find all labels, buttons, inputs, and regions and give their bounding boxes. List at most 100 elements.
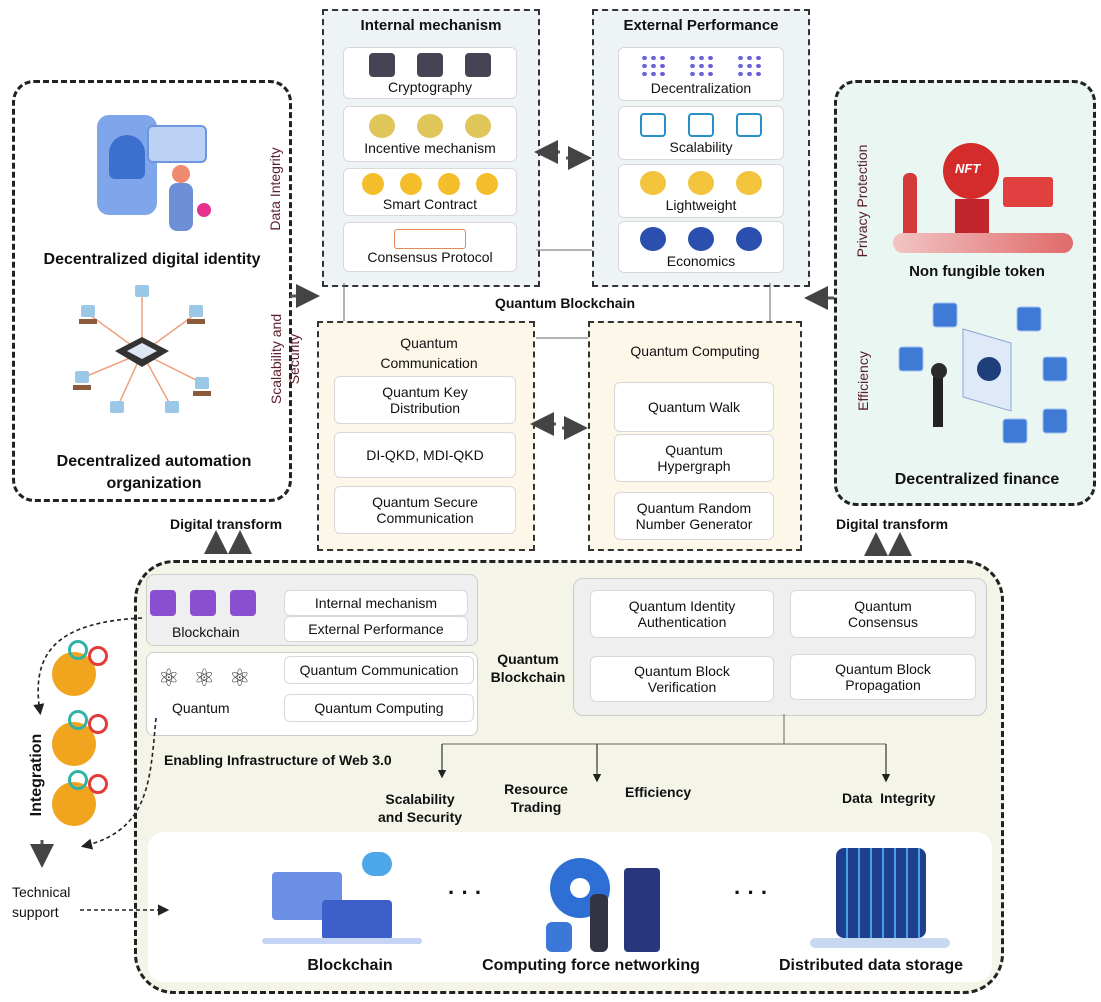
scalability-card: Scalability <box>618 106 784 160</box>
qrng-card: Quantum Random Number Generator <box>614 492 774 540</box>
privacy-protection-label: Privacy Protection <box>854 144 870 258</box>
gear-icon <box>88 774 108 794</box>
cryptography-card: Cryptography <box>343 47 517 99</box>
bottom-quantum-computing: Quantum Computing <box>284 694 474 722</box>
gear-icon <box>88 714 108 734</box>
quantum-hypergraph-card: Quantum Hypergraph <box>614 434 774 482</box>
enabling-infrastructure-label: Enabling Infrastructure of Web 3.0 <box>164 752 392 768</box>
nft-illustration: NFT <box>893 113 1073 253</box>
lightweight-card: Lightweight <box>618 164 784 218</box>
internal-mechanism-title: Internal mechanism <box>360 17 502 34</box>
quantum-identity-authentication: Quantum Identity Authentication <box>590 590 774 638</box>
di-qkd-card: DI-QKD, MDI-QKD <box>334 432 516 478</box>
digital-transform-right-label: Digital transform <box>836 516 949 532</box>
qrng-label: Quantum Random Number Generator <box>635 500 753 532</box>
quantum-consensus-label: Quantum Consensus <box>847 598 919 630</box>
blockchain-cube-icons <box>150 590 256 616</box>
integration-label: Integration <box>28 733 45 817</box>
incentive-card: Incentive mechanism <box>343 106 517 162</box>
bottom-quantum-computing-label: Quantum Computing <box>314 700 444 716</box>
atom-icon: ⚛ <box>229 665 251 692</box>
decentralization-card: Decentralization <box>618 47 784 101</box>
quantum-hypergraph-label: Quantum Hypergraph <box>657 442 731 474</box>
efficiency-label: Efficiency <box>855 351 871 411</box>
bottom-quantum-communication-label: Quantum Communication <box>299 662 459 678</box>
infra-blockchain-label: Blockchain <box>307 957 393 974</box>
computing-network-illustration <box>540 838 680 956</box>
outcome-efficiency: Efficiency <box>625 784 692 800</box>
smart-contract-label: Smart Contract <box>382 196 478 212</box>
qkd-card: Quantum Key Distribution <box>334 376 516 424</box>
ellipsis-2: · · · <box>734 880 769 905</box>
defi-illustration <box>893 299 1073 459</box>
data-storage-illustration <box>810 842 950 954</box>
bottom-internal-mechanism-label: Internal mechanism <box>314 595 438 611</box>
quantum-block-propagation: Quantum Block Propagation <box>790 654 976 700</box>
qkd-label: Quantum Key Distribution <box>382 384 468 416</box>
quantum-blockchain-center-label: Quantum Blockchain <box>494 295 636 311</box>
bottom-external-performance-label: External Performance <box>308 621 444 637</box>
nft-title: Non fungible token <box>909 263 1045 280</box>
outcome-data-integrity: Data Integrity <box>842 790 936 806</box>
coin-chart-icon <box>640 225 762 253</box>
quantum-walk-label: Quantum Walk <box>647 399 741 415</box>
server-lock-icon <box>369 51 491 79</box>
outcome-resource-trading: Resource Trading <box>504 781 568 815</box>
contract-icon <box>362 172 498 196</box>
blockchain-group-label: Blockchain <box>172 624 240 640</box>
expand-icon <box>640 111 762 139</box>
purple-cube-icon <box>150 590 176 616</box>
consensus-label: Consensus Protocol <box>367 249 493 265</box>
gear-icon <box>88 646 108 666</box>
bottom-external-performance: External Performance <box>284 616 468 642</box>
secure-communication-label: Quantum Secure Communication <box>372 494 478 526</box>
economics-card: Economics <box>618 221 784 273</box>
quantum-block-verification: Quantum Block Verification <box>590 656 774 702</box>
technical-support-label: Technical support <box>12 884 71 920</box>
bottom-internal-mechanism: Internal mechanism <box>284 590 468 616</box>
blockchain-infra-illustration <box>262 842 426 950</box>
digital-identity-illustration <box>77 95 227 245</box>
atom-icon: ⚛ <box>193 665 216 692</box>
bottom-quantum-communication: Quantum Communication <box>284 656 474 684</box>
decentralization-label: Decentralization <box>650 80 752 96</box>
gear-icon <box>68 640 88 660</box>
quantum-walk-card: Quantum Walk <box>614 382 774 432</box>
dao-illustration <box>57 283 227 423</box>
quantum-block-propagation-label: Quantum Block Propagation <box>835 661 931 693</box>
infra-computing-force-label: Computing force networking <box>482 957 700 974</box>
decentralized-digital-identity-title: Decentralized digital identity <box>43 251 261 268</box>
lightweight-label: Lightweight <box>665 197 737 213</box>
quantum-identity-authentication-label: Quantum Identity Authentication <box>628 598 736 630</box>
quantum-computing-title: Quantum Computing <box>630 343 760 359</box>
scalability-security-label: Scalability and Security <box>268 313 302 405</box>
decentralized-automation-organization-title: Decentralized automation organization <box>56 453 252 492</box>
quantum-block-verification-label: Quantum Block Verification <box>634 663 730 695</box>
purple-cube-icon <box>230 590 256 616</box>
gear-icon <box>68 770 88 790</box>
dots-grid-icon <box>640 52 762 80</box>
quantum-communication-title: Quantum Communication <box>380 335 478 371</box>
di-qkd-label: DI-QKD, MDI-QKD <box>366 447 484 463</box>
infra-distributed-storage-label: Distributed data storage <box>778 957 964 974</box>
ellipsis-1: · · · <box>448 880 483 905</box>
bulb-gear-icon <box>640 169 762 197</box>
left-application-panel: Data Integrity Decentralized digital ide… <box>12 80 302 502</box>
coin-person-icon <box>369 112 491 140</box>
consensus-card: Consensus Protocol <box>343 222 517 272</box>
gear-icon <box>68 710 88 730</box>
quantum-consensus: Quantum Consensus <box>790 590 976 638</box>
bottom-quantum-blockchain-label: Quantum Blockchain <box>490 651 566 685</box>
smart-contract-card: Smart Contract <box>343 168 517 216</box>
external-performance-title: External Performance <box>623 17 779 34</box>
economics-label: Economics <box>666 253 736 269</box>
atom-icons: ⚛ ⚛ ⚛ <box>158 664 251 693</box>
outcome-scalability-security: Scalability and Security <box>377 791 463 825</box>
cryptography-label: Cryptography <box>387 79 473 95</box>
atom-icon: ⚛ <box>158 665 180 692</box>
right-application-panel: Privacy Protection NFT Non fungible toke… <box>834 80 1096 506</box>
consensus-network-icon <box>394 229 466 249</box>
secure-communication-card: Quantum Secure Communication <box>334 486 516 534</box>
scalability-label: Scalability <box>669 139 733 155</box>
data-integrity-label: Data Integrity <box>267 147 283 231</box>
